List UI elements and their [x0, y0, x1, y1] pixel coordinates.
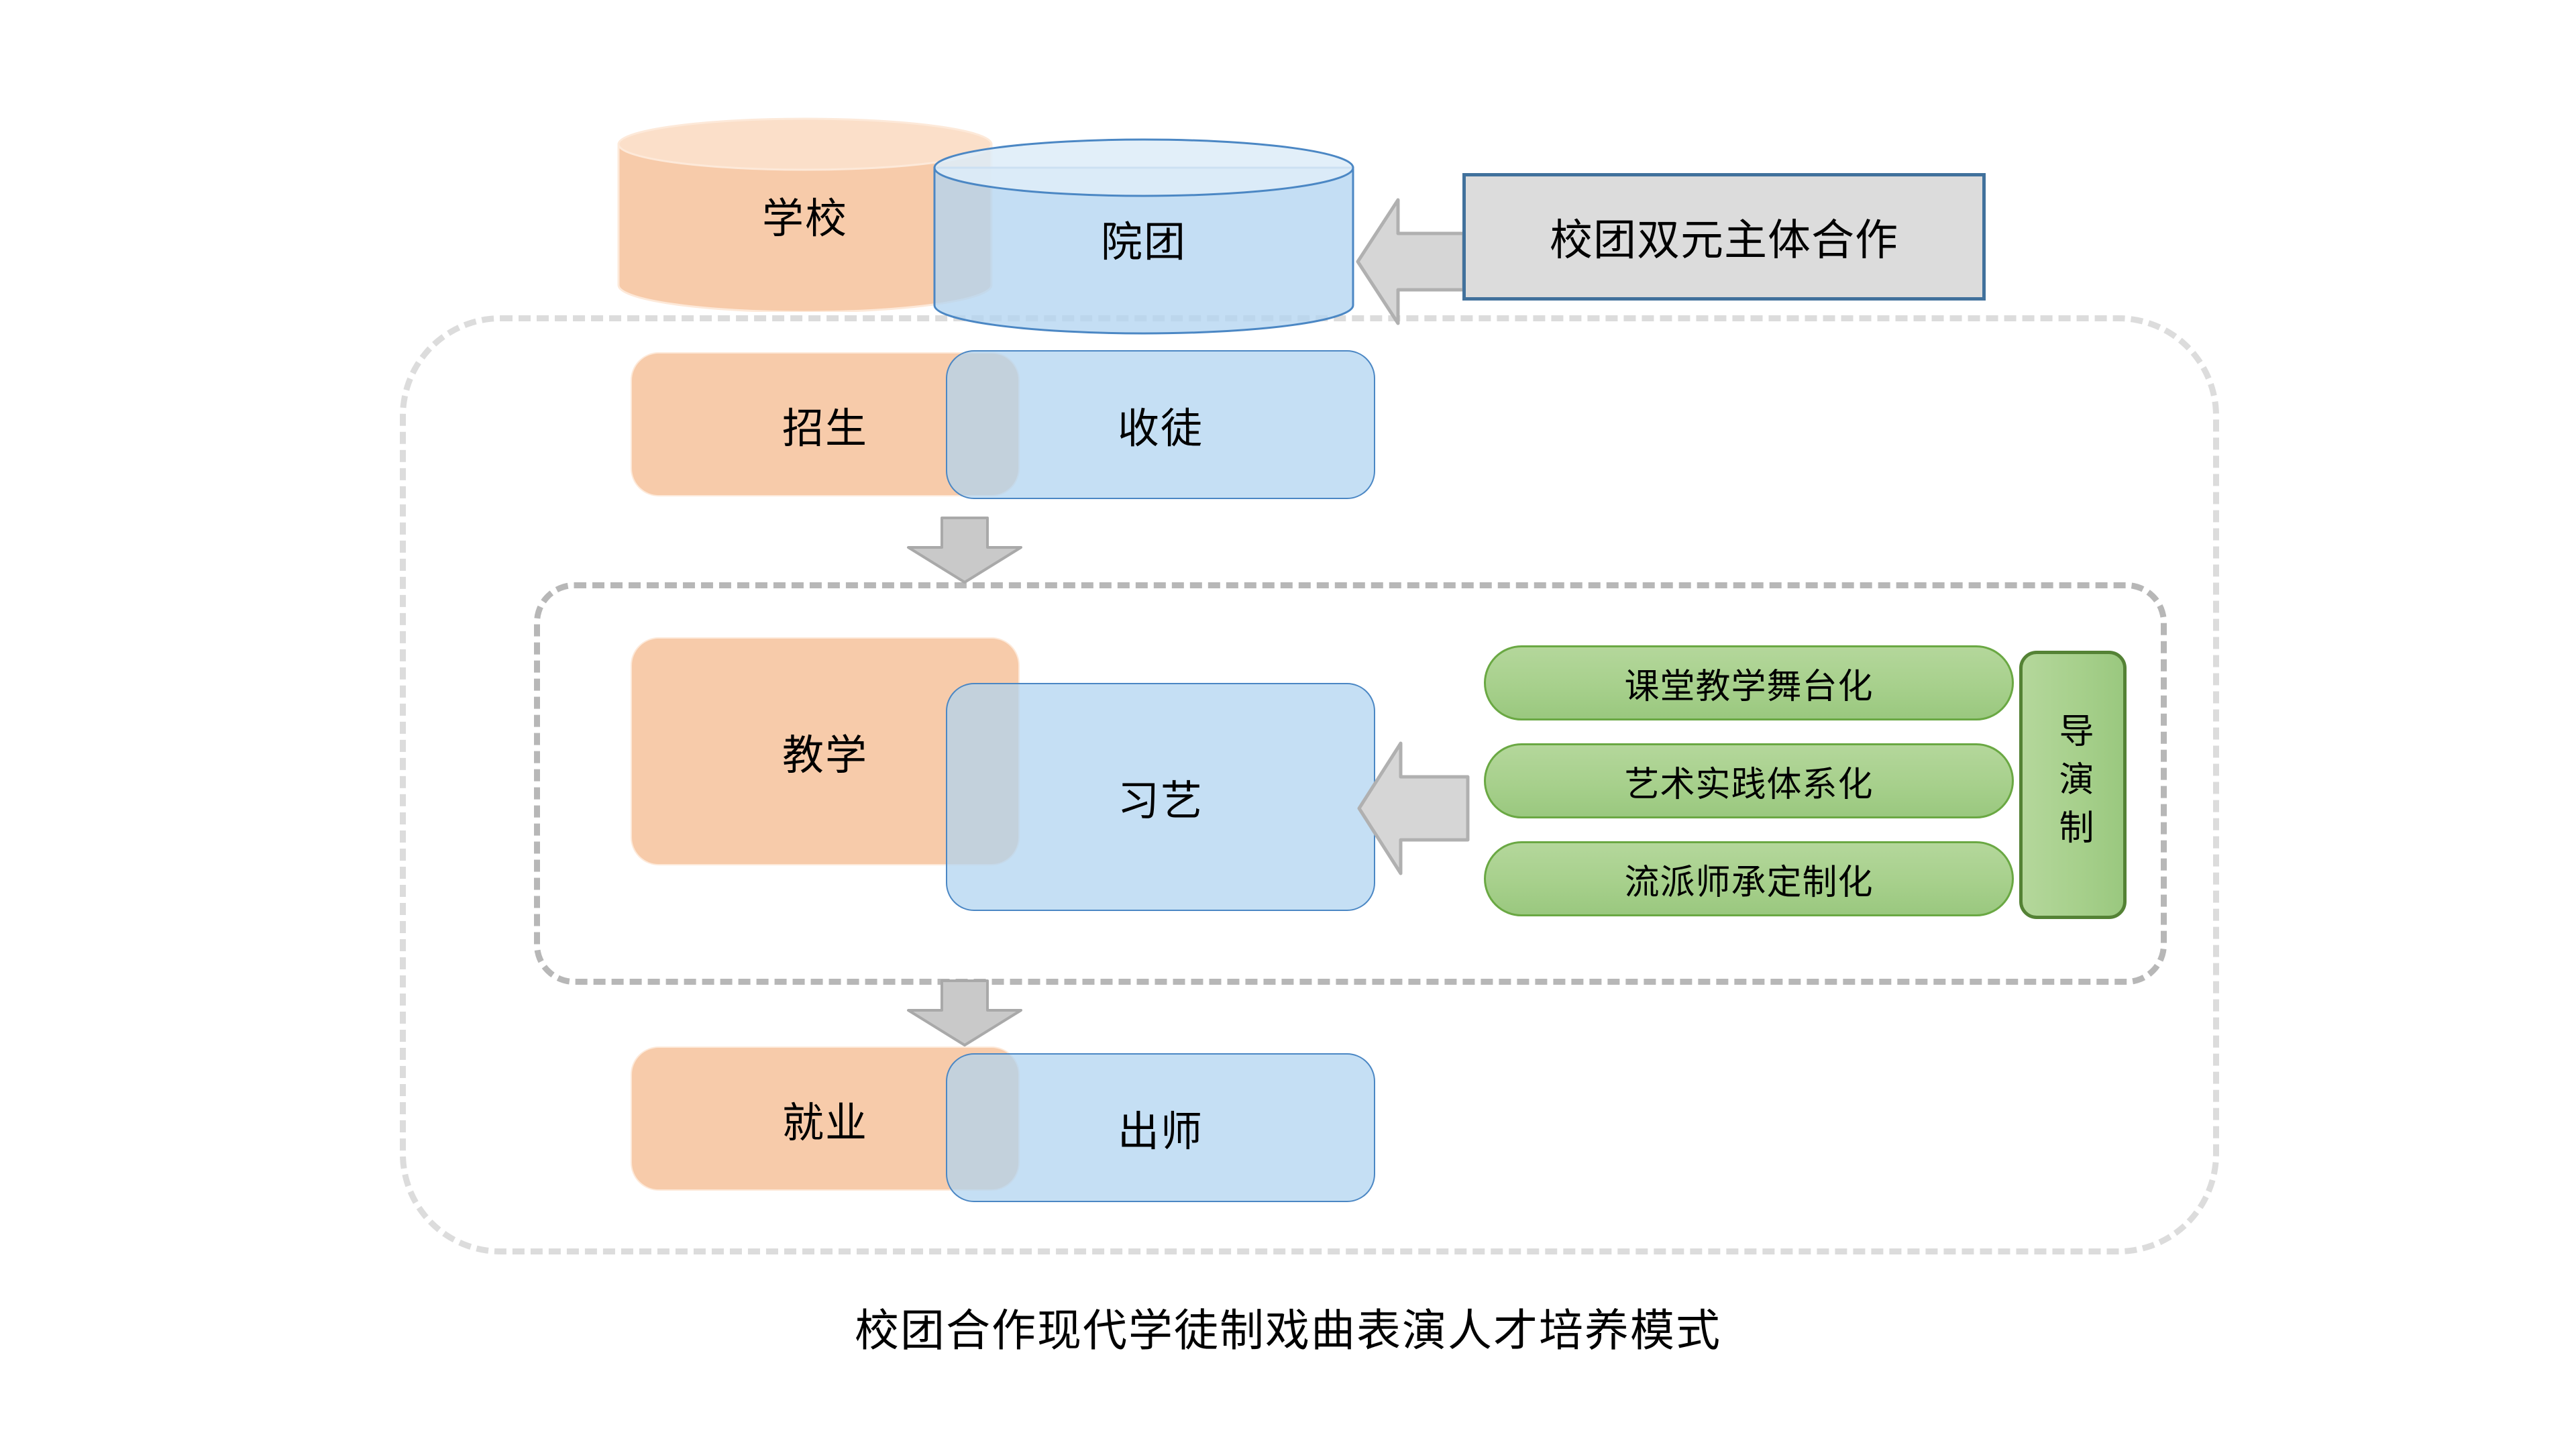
pill-school-inheritance: 流派师承定制化: [1484, 841, 2014, 916]
school-cylinder-label: 学校: [761, 194, 848, 243]
teaching-troupe-label: 习艺: [1117, 776, 1203, 825]
employment-school-label: 就业: [782, 1097, 868, 1147]
pill-classroom-stage: 课堂教学舞台化: [1484, 645, 2014, 720]
pill-label-1: 艺术实践体系化: [1624, 764, 1874, 805]
pill-label-0: 课堂教学舞台化: [1624, 666, 1874, 707]
teaching-to-employment-arrow-down-icon: [904, 978, 1025, 1049]
callout-label: 校团双元主体合作: [1550, 216, 1898, 266]
diagram-caption: 校团合作现代学徒制戏曲表演人才培养模式: [855, 1305, 1721, 1356]
callout-box: 校团双元主体合作: [1462, 173, 1986, 301]
troupe-cylinder: [932, 138, 1355, 339]
pills-arrow-left-icon: [1355, 738, 1472, 879]
director-system-box: 导演制: [2019, 651, 2127, 919]
employment-troupe-label: 出师: [1117, 1107, 1203, 1156]
recruit-to-teaching-arrow-down-icon: [904, 515, 1025, 586]
troupe-cylinder-label: 院团: [1100, 217, 1187, 266]
recruit-troupe-label: 收徒: [1117, 404, 1203, 453]
pill-label-2: 流派师承定制化: [1624, 862, 1874, 903]
inner-dashed-container: [534, 582, 2167, 985]
recruit-troupe-box: 收徒: [946, 350, 1375, 499]
callout-arrow-left-icon: [1354, 195, 1468, 329]
recruit-school-label: 招生: [782, 403, 868, 453]
pill-art-practice: 艺术实践体系化: [1484, 743, 2014, 818]
director-system-label: 导演制: [2053, 712, 2093, 857]
teaching-troupe-box: 习艺: [946, 683, 1375, 911]
teaching-school-label: 教学: [782, 731, 868, 780]
employment-troupe-box: 出师: [946, 1053, 1375, 1202]
